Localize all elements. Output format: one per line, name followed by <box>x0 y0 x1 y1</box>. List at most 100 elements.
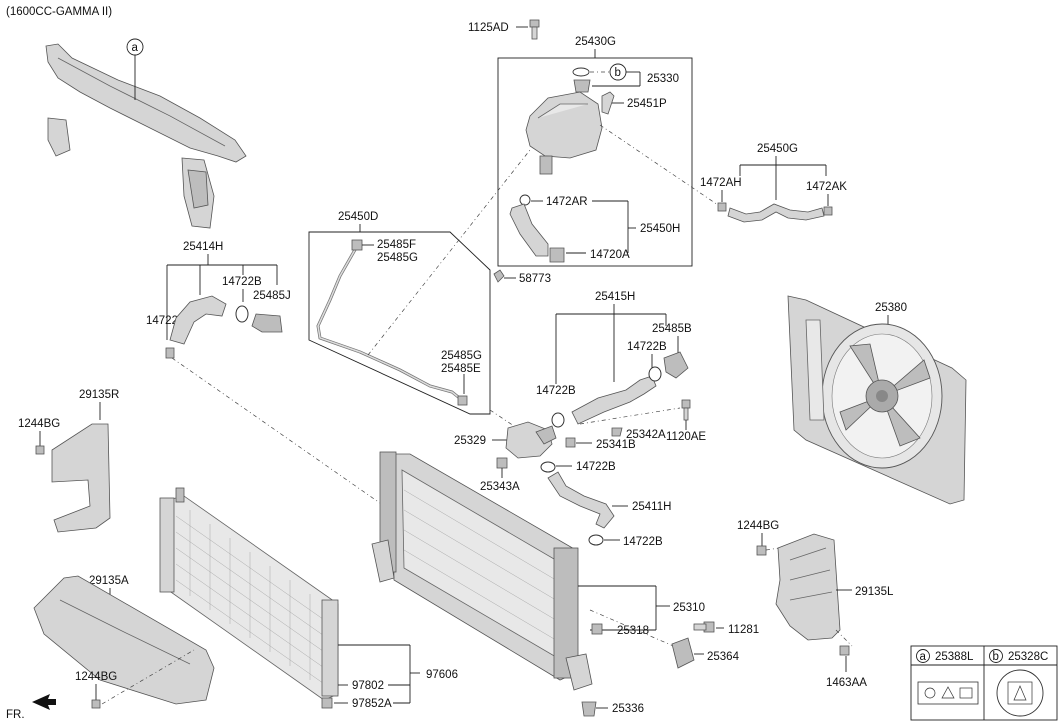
label-25341B: 25341B <box>596 439 636 451</box>
condenser <box>159 487 339 701</box>
bracket-97852A <box>321 697 333 709</box>
label-1244BG-left: 1244BG <box>18 418 60 430</box>
label-14722B-center: 14722B <box>536 385 576 397</box>
bolt-1125AD <box>529 19 540 40</box>
label-25414H: 25414H <box>183 241 223 253</box>
label-97852A: 97852A <box>352 698 392 710</box>
hose-25450H <box>509 203 549 257</box>
label-25430G: 25430G <box>575 36 616 48</box>
callout-a: a <box>132 42 139 54</box>
label-14722B-top: 14722B <box>222 276 262 288</box>
label-25485F: 25485F <box>377 239 416 251</box>
warning-label-icon <box>917 681 979 705</box>
clamp-14720A <box>549 247 565 263</box>
label-1125AD: 1125AD <box>468 22 509 34</box>
clip-1463AA <box>839 645 850 656</box>
hose-25411H <box>547 471 615 529</box>
bolt-1120AE <box>681 399 691 421</box>
clamp-1472AH <box>717 202 727 212</box>
clamp-1472AR <box>519 194 531 206</box>
label-25330: 25330 <box>647 73 679 85</box>
clamp-14722B-top <box>235 305 249 323</box>
label-25485G-upper: 25485G <box>377 252 418 264</box>
label-1120AE: 1120AE <box>666 431 706 443</box>
label-25336: 25336 <box>612 703 644 715</box>
label-25380: 25380 <box>875 302 907 314</box>
bolt-1244BG-bottom <box>91 699 101 709</box>
label-1463AA: 1463AA <box>826 677 867 689</box>
air-guard-29135L <box>775 533 841 641</box>
label-14720A: 14720A <box>590 249 630 261</box>
front-arrow-icon <box>32 694 56 710</box>
clamp-14722B-upper-right <box>648 366 662 382</box>
label-14722B-upper-right: 14722B <box>627 341 667 353</box>
label-14722B-lower: 14722B <box>623 536 663 548</box>
diagram-title: (1600CC-GAMMA II) <box>6 6 112 18</box>
air-guard-29135R <box>51 423 111 533</box>
reservoir-cap <box>573 79 591 93</box>
label-29135L: 29135L <box>855 586 894 598</box>
clip-25342A <box>611 427 623 437</box>
label-25485J: 25485J <box>253 290 291 302</box>
label-25342A: 25342A <box>626 429 666 441</box>
label-97802: 97802 <box>352 680 384 692</box>
clamp-25485F <box>351 239 363 251</box>
hose-25415H <box>571 375 657 425</box>
gasket-25343A <box>496 457 508 469</box>
label-58773: 58773 <box>519 273 551 285</box>
plug-25318 <box>591 623 603 635</box>
expansion-tank <box>525 91 603 175</box>
legend-b-part: 25328C <box>1008 651 1048 663</box>
label-25411H: 25411H <box>632 501 671 513</box>
clip-58773 <box>493 269 505 283</box>
hose-25450G <box>727 203 825 223</box>
hose-group-box <box>308 231 491 415</box>
clamp-25485E <box>457 395 468 406</box>
label-25415H: 25415H <box>595 291 635 303</box>
label-25318: 25318 <box>617 625 649 637</box>
hose-end-25485J <box>251 313 283 333</box>
label-14722B-mid: 14722B <box>576 461 616 473</box>
callout-b: b <box>615 67 621 79</box>
radiator-cap-warning-icon <box>996 669 1044 717</box>
hose-25414H <box>169 295 227 345</box>
label-97606: 97606 <box>426 669 458 681</box>
clamp-14722B-lower <box>588 534 604 546</box>
cushion-25336 <box>581 701 597 717</box>
reservoir-group-box <box>497 57 693 267</box>
label-25364: 25364 <box>707 651 740 663</box>
o-ring-b <box>572 67 590 77</box>
label-25451P: 25451P <box>627 98 667 110</box>
bolt-1244BG-right <box>756 545 767 556</box>
radiator-support-upper <box>45 43 247 229</box>
label-25329: 25329 <box>454 435 486 447</box>
label-25485B: 25485B <box>652 323 692 335</box>
legend-box: a 25388L b 25328C <box>910 645 1058 721</box>
label-25450G: 25450G <box>757 143 798 155</box>
clamp-14722B-left <box>165 347 175 359</box>
label-25485G-lower: 25485G <box>441 350 482 362</box>
legend-a-label: a <box>920 651 927 663</box>
label-1472AR: 1472AR <box>546 196 588 208</box>
front-label: FR. <box>6 709 25 721</box>
label-29135R: 29135R <box>79 389 119 401</box>
label-1472AK: 1472AK <box>806 181 847 193</box>
clamp-14722B-center <box>551 412 565 428</box>
plug-25341B <box>565 437 576 448</box>
label-1472AH: 1472AH <box>700 177 742 189</box>
label-25450D: 25450D <box>338 211 378 223</box>
bolt-11281 <box>693 621 715 633</box>
hose-25451P <box>601 91 615 115</box>
label-25343A: 25343A <box>480 481 520 493</box>
hose-end-25485B <box>663 351 689 379</box>
bracket-25364 <box>671 637 695 669</box>
fan-shroud-25380 <box>787 295 967 505</box>
label-25310: 25310 <box>673 602 705 614</box>
legend-a-part: 25388L <box>935 651 974 663</box>
label-25450H: 25450H <box>640 223 680 235</box>
label-11281: 11281 <box>728 624 759 636</box>
label-29135A: 29135A <box>89 575 129 587</box>
legend-b-label: b <box>993 651 999 663</box>
clamp-1472AK <box>823 206 833 216</box>
